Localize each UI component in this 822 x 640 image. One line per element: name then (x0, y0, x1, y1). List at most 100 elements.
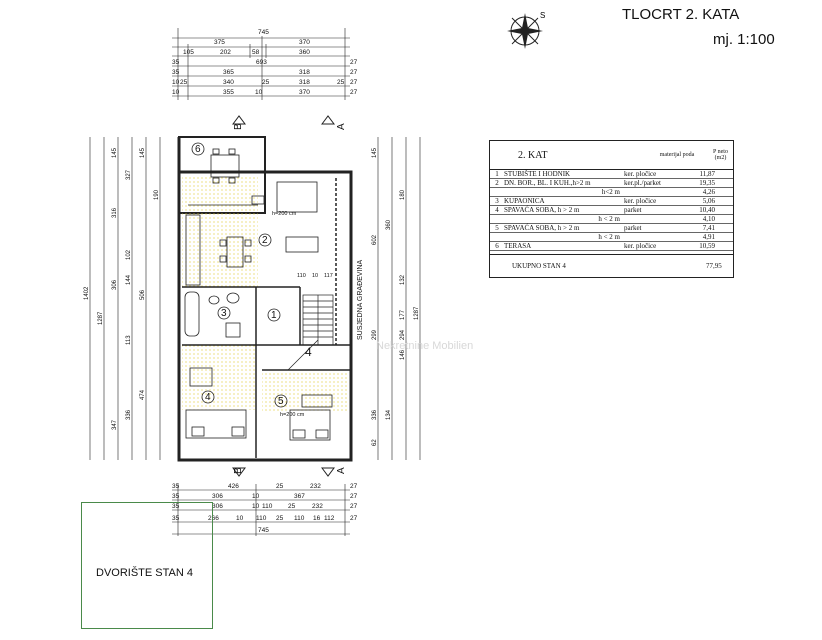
dim-right-294: 294 (400, 329, 406, 340)
right-dimension-labels: 145 602 360 299 336 180 132 177 294 146 … (372, 147, 420, 446)
dim-bottom-25b: 25 (288, 503, 296, 510)
dim-bottom-10: 10 (252, 493, 260, 500)
dim-bottom-total: 745 (258, 527, 269, 534)
dim-bottom-right-27d: 27 (350, 515, 358, 522)
dim-bottom-110: 110 (262, 503, 273, 510)
dim-bottom-306b: 306 (212, 503, 223, 510)
dim-top-left-10a: 10 (172, 79, 180, 86)
dim-top-left-35b: 35 (172, 69, 180, 76)
section-b-bottom: B (233, 467, 244, 474)
dim-top-10: 10 (255, 89, 263, 96)
dim-bottom-right-27b: 27 (350, 493, 358, 500)
dim-top-360: 360 (299, 49, 310, 56)
dim-top-left-35a: 35 (172, 59, 180, 66)
top-dimension-labels: 745 375 370 105 202 58 360 693 365 318 2… (172, 29, 358, 96)
dim-bottom-10b: 10 (252, 503, 260, 510)
section-markers: B A B A (232, 115, 347, 477)
dim-bottom-232b: 232 (312, 503, 323, 510)
stair-dim-117: 117 (324, 273, 333, 279)
room-numbers: 6 2 3 1 4 4 5 (191, 142, 312, 408)
dim-left-1402: 1402 (84, 286, 90, 300)
area-table-header: 2. KAT materijal poda P neto (m2) (490, 141, 733, 170)
stair-dim-110: 110 (297, 273, 306, 279)
table-subrow: h<2 m 4,26 (490, 188, 733, 197)
dim-top-58: 58 (252, 49, 260, 56)
dim-bottom-232: 232 (310, 483, 321, 490)
row-material: parket (624, 224, 642, 232)
row-material: ker.pl./parket (624, 179, 661, 187)
left-dimension-labels: 1402 1287 145 316 306 347 327 102 144 11… (84, 147, 160, 430)
dim-left-1287: 1287 (98, 311, 104, 325)
dim-top-25b: 25 (262, 79, 270, 86)
bottom-dimension-chain (172, 484, 350, 536)
dim-right-145: 145 (372, 147, 378, 158)
stair-dim-10: 10 (312, 273, 318, 279)
area-table: 2. KAT materijal poda P neto (m2) 1 STUB… (489, 140, 734, 278)
height-label-living: h=200 cm (272, 211, 297, 217)
dim-top-25c: 25 (337, 79, 345, 86)
dim-bottom-306: 306 (212, 493, 223, 500)
row-number: 6 (495, 242, 499, 250)
table-row: 4 SPAVAĆA SOBA, h > 2 m parket 10,40 (490, 206, 733, 215)
row-material: ker. pločice (624, 197, 657, 205)
dim-right-360: 360 (386, 219, 392, 230)
dim-bottom-110c: 110 (294, 515, 305, 522)
row-room-name: DN. BOR., BL. I KUH.,h>2 m (504, 179, 591, 187)
section-b-top: B (233, 123, 244, 130)
row-number: 5 (495, 224, 499, 232)
bottom-dimension-labels: 426 25 232 306 10 367 306 10 110 25 232 … (172, 483, 358, 534)
area-table-area-header: P neto (m2) (713, 149, 728, 161)
dim-bottom-426: 426 (228, 483, 239, 490)
dim-right-62: 62 (372, 439, 378, 446)
table-row: 5 SPAVAĆA SOBA, h > 2 m parket 7,41 (490, 224, 733, 233)
dim-bottom-right-27a: 27 (350, 483, 358, 490)
row-material: ker. pločice (624, 242, 657, 250)
dim-bottom-left-35c: 35 (172, 503, 180, 510)
row-area: 4,26 (702, 188, 715, 196)
table-subrow: h < 2 m 4,10 (490, 215, 733, 224)
dim-top-355: 355 (223, 89, 234, 96)
section-a-bottom: A (336, 467, 347, 474)
table-row: 1 STUBIŠTE I HODNIK ker. pločice 11,87 (490, 170, 733, 179)
left-dimension-chain (89, 137, 161, 460)
dim-left-113: 113 (126, 335, 132, 345)
row-number: 4 (495, 206, 499, 214)
dim-top-375: 375 (214, 39, 225, 46)
row-area: 5,06 (702, 197, 715, 205)
dim-top-340: 340 (223, 79, 234, 86)
dim-bottom-right-27c: 27 (350, 503, 358, 510)
drawing-scale: mj. 1:100 (713, 31, 775, 48)
row-room-name: SPAVAĆA SOBA, h > 2 m (504, 206, 580, 214)
dim-left-316: 316 (112, 207, 118, 218)
row-sub-label: h < 2 m (598, 215, 620, 223)
bedroom-furniture (185, 367, 333, 441)
dim-bottom-266: 266 (208, 515, 219, 522)
dim-right-299: 299 (372, 329, 378, 340)
dim-left-347: 347 (112, 419, 118, 430)
row-area: 11,87 (699, 170, 716, 178)
dim-top-318: 318 (299, 69, 310, 76)
yard-outline (81, 502, 213, 629)
dim-right-336: 336 (372, 409, 378, 420)
dim-right-1287: 1287 (414, 306, 420, 320)
dim-right-602: 602 (372, 234, 378, 245)
north-arrow-icon: S (507, 11, 545, 49)
row-sub-label: h<2 m (601, 188, 620, 196)
staircase (287, 294, 334, 371)
dim-top-693: 693 (256, 59, 267, 66)
row-number: 3 (495, 197, 499, 205)
dim-bottom-112: 112 (324, 515, 335, 522)
row-sub-label: h < 2 m (598, 233, 620, 241)
height-label-bedroom: h=200 cm (280, 412, 305, 418)
dim-right-134: 134 (386, 409, 392, 420)
dim-bottom-367: 367 (294, 493, 305, 500)
dim-top-370: 370 (299, 39, 310, 46)
dim-bottom-16: 16 (313, 515, 321, 522)
row-area: 4,91 (702, 233, 715, 241)
dim-bottom-10c: 10 (236, 515, 244, 522)
dim-right-180: 180 (400, 189, 406, 200)
room-number-3: 3 (221, 308, 227, 319)
dim-left-506: 506 (140, 289, 146, 300)
area-table-title: 2. KAT (518, 149, 548, 161)
